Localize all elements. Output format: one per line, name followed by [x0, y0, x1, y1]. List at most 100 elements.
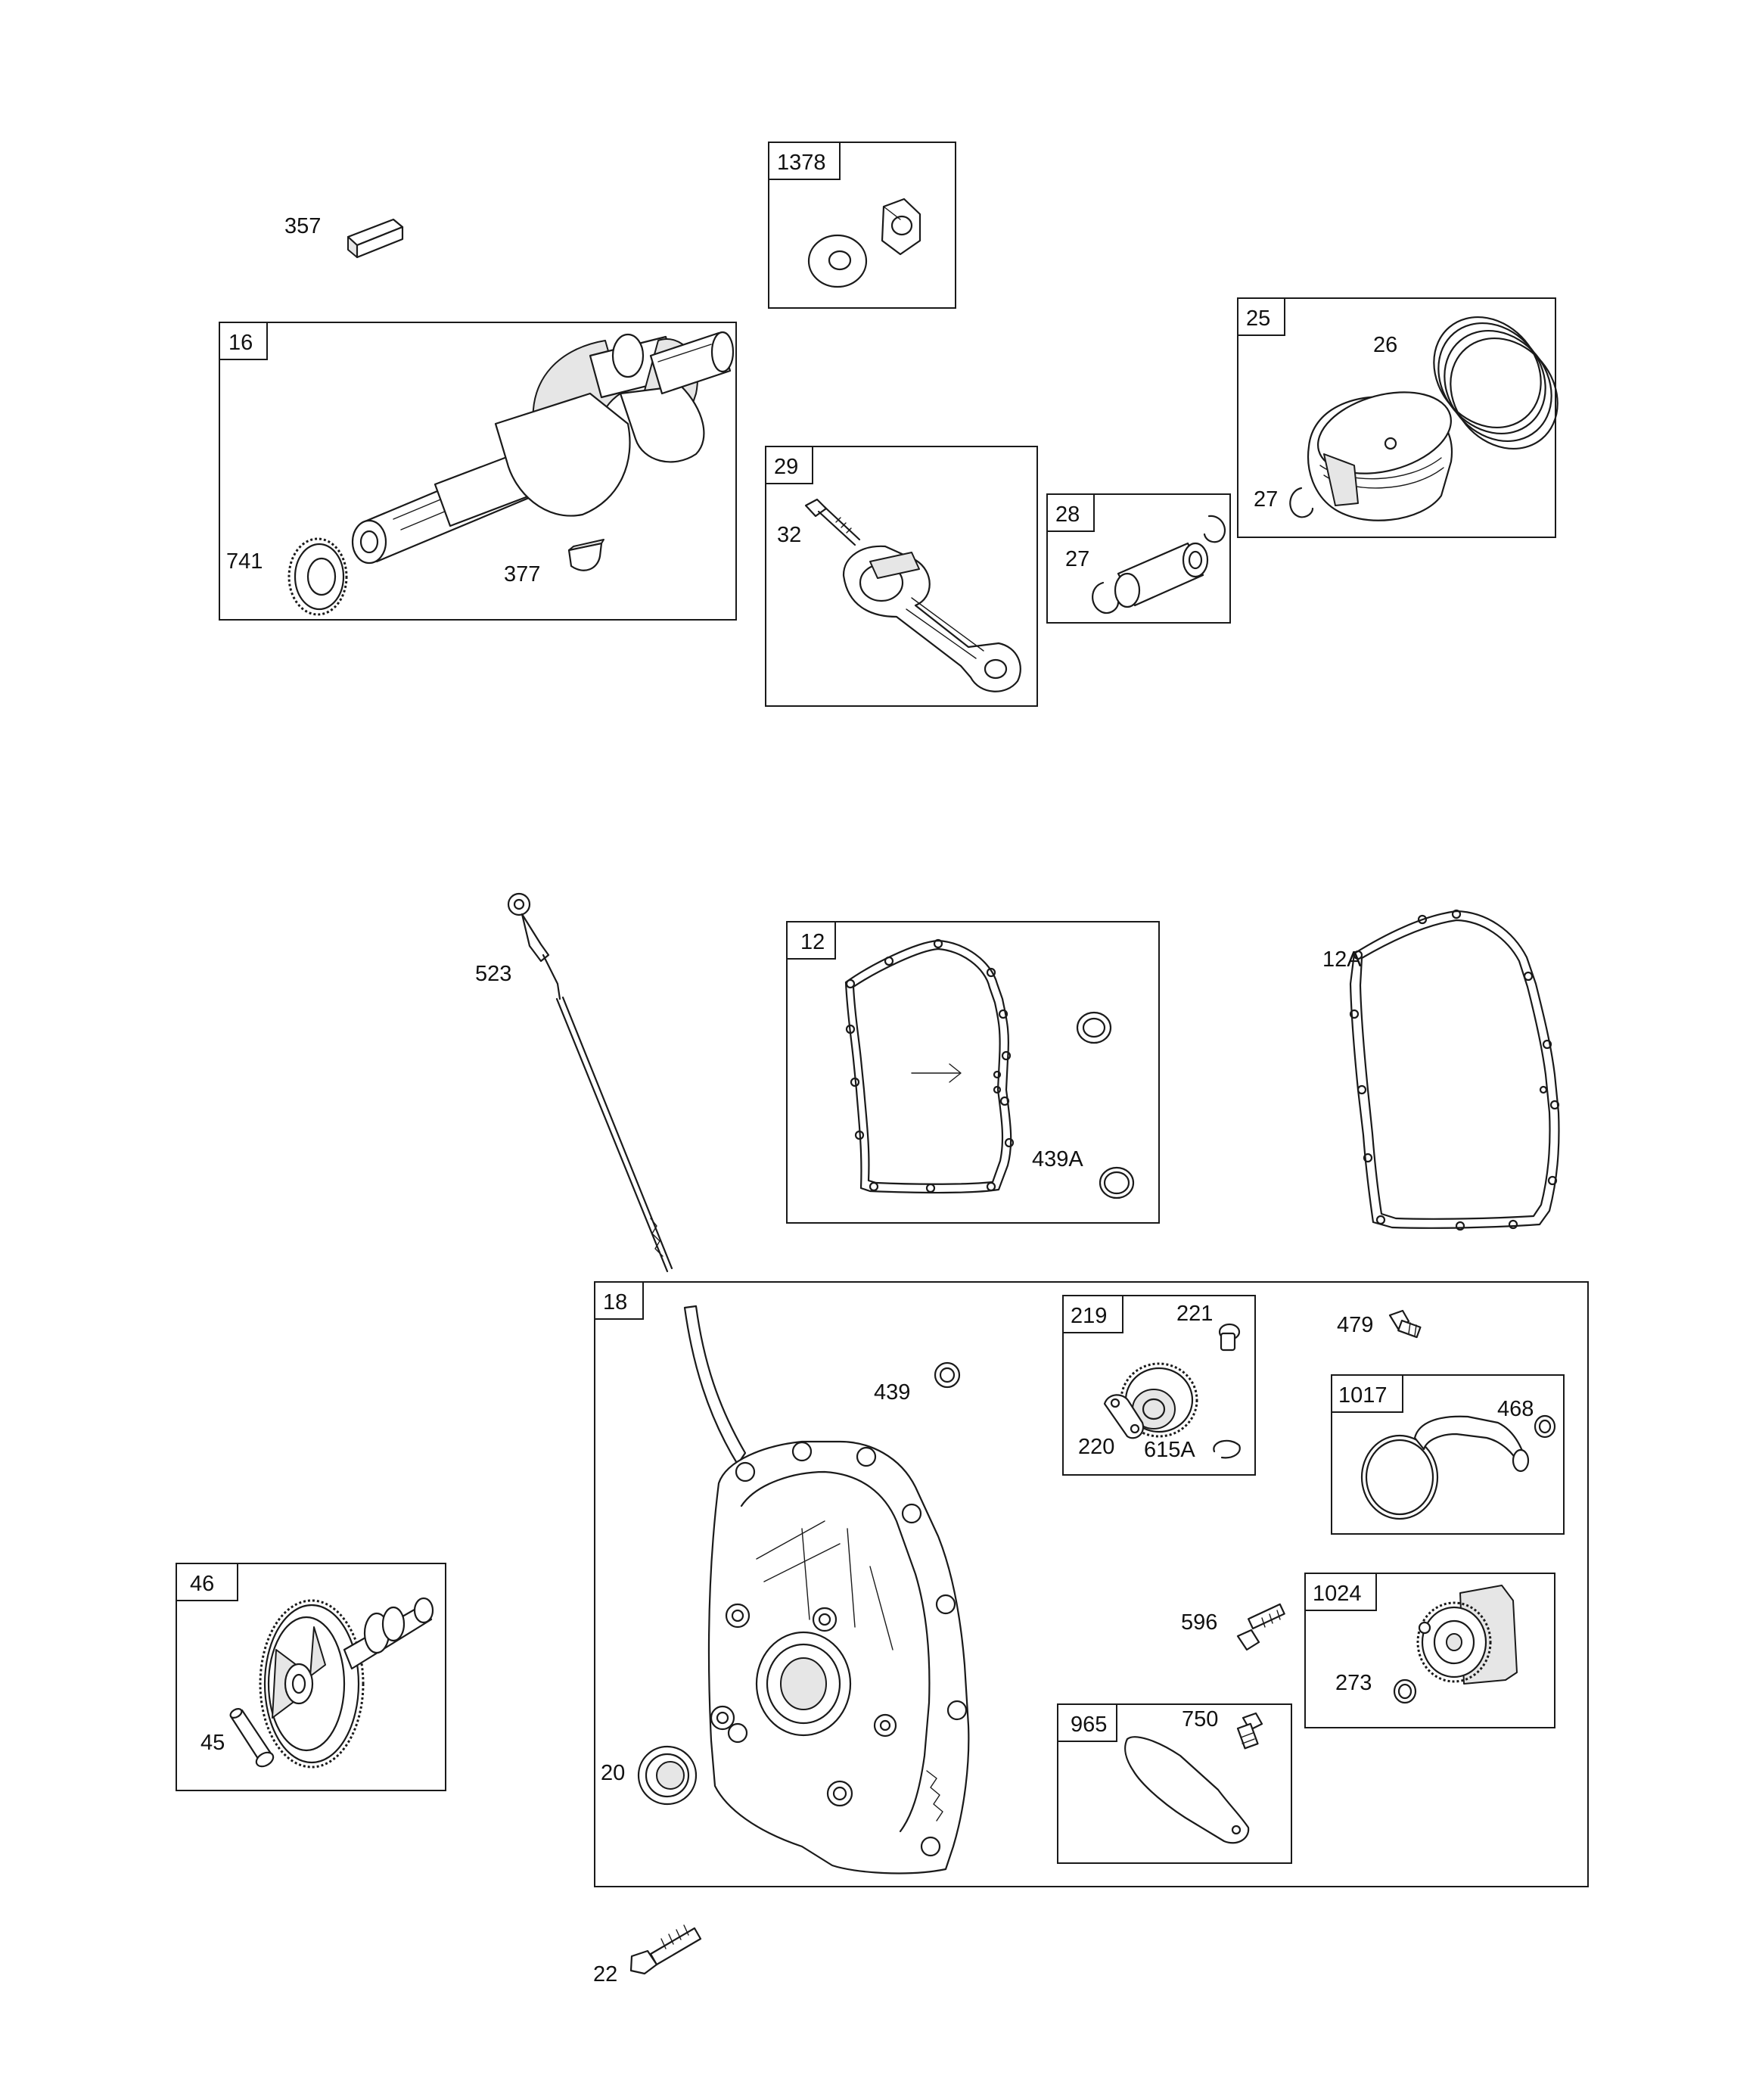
group-46-tag-box: [176, 1563, 238, 1601]
crankcase-gasket-icon: [844, 938, 1015, 1194]
snap-ring-icon: [1092, 515, 1226, 614]
group-16-frame: [219, 322, 737, 621]
woodruff-key-icon: [567, 539, 604, 571]
part-741-label: 741: [226, 549, 263, 574]
group-46-label: 46: [190, 1572, 214, 1596]
gasket-icon: [1349, 909, 1560, 1231]
group-219-frame: [1062, 1295, 1256, 1476]
part-27b-label: 27: [1254, 487, 1278, 512]
group-12-label: 12: [800, 930, 825, 954]
piston-pin-icon: [1114, 542, 1209, 608]
camshaft-gear-icon: [259, 1599, 365, 1769]
part-377-label: 377: [504, 562, 540, 586]
group-12: 12 439A: [786, 921, 1160, 1224]
part-12A: 12A: [1322, 909, 1560, 1231]
crankshaft-icon: [351, 331, 735, 565]
group-1017-label: 1017: [1338, 1383, 1388, 1408]
seal-ring-icon: [1076, 1011, 1112, 1044]
part-27-label: 27: [1065, 547, 1089, 571]
part-523-label: 523: [475, 962, 511, 986]
group-18-label: 18: [603, 1290, 627, 1314]
part-596-label: 596: [1181, 1610, 1217, 1635]
part-20-label: 20: [601, 1761, 625, 1785]
part-357: 357: [284, 214, 404, 259]
group-219-tag-box: [1062, 1295, 1123, 1333]
group-29-tag-box: [765, 446, 813, 484]
group-1017-frame: [1331, 1374, 1565, 1535]
group-16: 16 741: [219, 322, 737, 621]
connecting-rod-icon: [842, 545, 1021, 692]
part-615A-label: 615A: [1144, 1438, 1195, 1462]
group-1017: 1017 468: [1331, 1374, 1565, 1535]
arrow-icon: [911, 1063, 962, 1083]
group-219: 219 221 220 615A: [1062, 1295, 1256, 1476]
e-clip-icon: [1213, 1439, 1241, 1459]
cam-pin-icon: [229, 1708, 275, 1768]
part-468-label: 468: [1497, 1397, 1534, 1421]
group-46: 46 45: [176, 1563, 446, 1791]
group-18: 18: [594, 1281, 1589, 1887]
part-439A-label: 439A: [1032, 1147, 1083, 1171]
piston-icon: [1307, 391, 1453, 521]
group-28-frame: [1046, 493, 1231, 624]
group-46-frame: [176, 1563, 446, 1791]
part-596: 596: [1181, 1603, 1285, 1651]
group-18-frame: [594, 1281, 1589, 1887]
part-479: 479: [1337, 1309, 1422, 1339]
part-45-label: 45: [200, 1731, 225, 1755]
square-key-icon: [347, 218, 404, 259]
flange-bolt-icon: [629, 1924, 702, 1975]
governor-gear-icon: [1120, 1362, 1198, 1438]
oil-pump-icon: [1416, 1585, 1518, 1685]
crankcase-cover-icon: [683, 1305, 970, 1874]
group-965: 965 750: [1057, 1703, 1292, 1864]
group-965-tag-box: [1057, 1703, 1117, 1742]
part-22-label: 22: [593, 1962, 617, 1986]
group-1017-tag-box: [1331, 1374, 1403, 1413]
part-221-label: 221: [1176, 1302, 1213, 1326]
group-25-tag-box: [1237, 297, 1285, 336]
group-965-frame: [1057, 1703, 1292, 1864]
oil-seal-icon: [637, 1745, 698, 1806]
cover-plate-icon: [1124, 1736, 1250, 1844]
part-357-label: 357: [284, 214, 321, 238]
seal-ring-icon-439: [934, 1361, 961, 1389]
o-ring-icon-468: [1534, 1414, 1556, 1439]
group-29-label: 29: [774, 455, 798, 479]
timing-gear-icon: [287, 537, 348, 616]
group-29-frame: [765, 446, 1038, 707]
group-1024-tag-box: [1304, 1573, 1377, 1611]
screw-icon-750: [1236, 1712, 1263, 1750]
group-29: 29 32: [765, 446, 1038, 707]
part-32-label: 32: [777, 523, 801, 547]
group-1024-label: 1024: [1313, 1582, 1362, 1606]
group-25-label: 25: [1246, 306, 1270, 331]
group-1024-frame: [1304, 1573, 1555, 1728]
screw-icon-479: [1388, 1309, 1422, 1339]
group-28-tag-box: [1046, 493, 1095, 532]
group-28-label: 28: [1055, 502, 1080, 527]
hex-nut-icon: [881, 198, 921, 256]
group-1378-label: 1378: [777, 151, 826, 175]
part-479-label: 479: [1337, 1313, 1373, 1337]
part-273-label: 273: [1335, 1671, 1372, 1695]
group-1378: 1378: [768, 142, 956, 309]
dipstick-icon: [507, 892, 673, 1273]
camshaft-lobes-icon: [343, 1597, 434, 1670]
part-439-label: 439: [874, 1380, 910, 1405]
part-22: 22: [593, 1924, 702, 1986]
group-25: 25 26 27: [1237, 297, 1559, 538]
rod-bolt-icon: [804, 498, 861, 546]
part-26-label: 26: [1373, 333, 1397, 357]
part-523: 523: [475, 892, 673, 1273]
group-1378-tag-box: [768, 142, 841, 180]
part-750-label: 750: [1182, 1707, 1218, 1731]
governor-pin-icon: [1218, 1323, 1241, 1352]
retaining-clip-icon: [1289, 487, 1314, 518]
oil-pickup-screen-icon: [1360, 1415, 1530, 1520]
group-18-tag-box: [594, 1281, 644, 1320]
piston-ring-icon: [1433, 316, 1559, 450]
screw-icon-596: [1236, 1603, 1285, 1651]
group-16-tag-box: [219, 322, 268, 360]
